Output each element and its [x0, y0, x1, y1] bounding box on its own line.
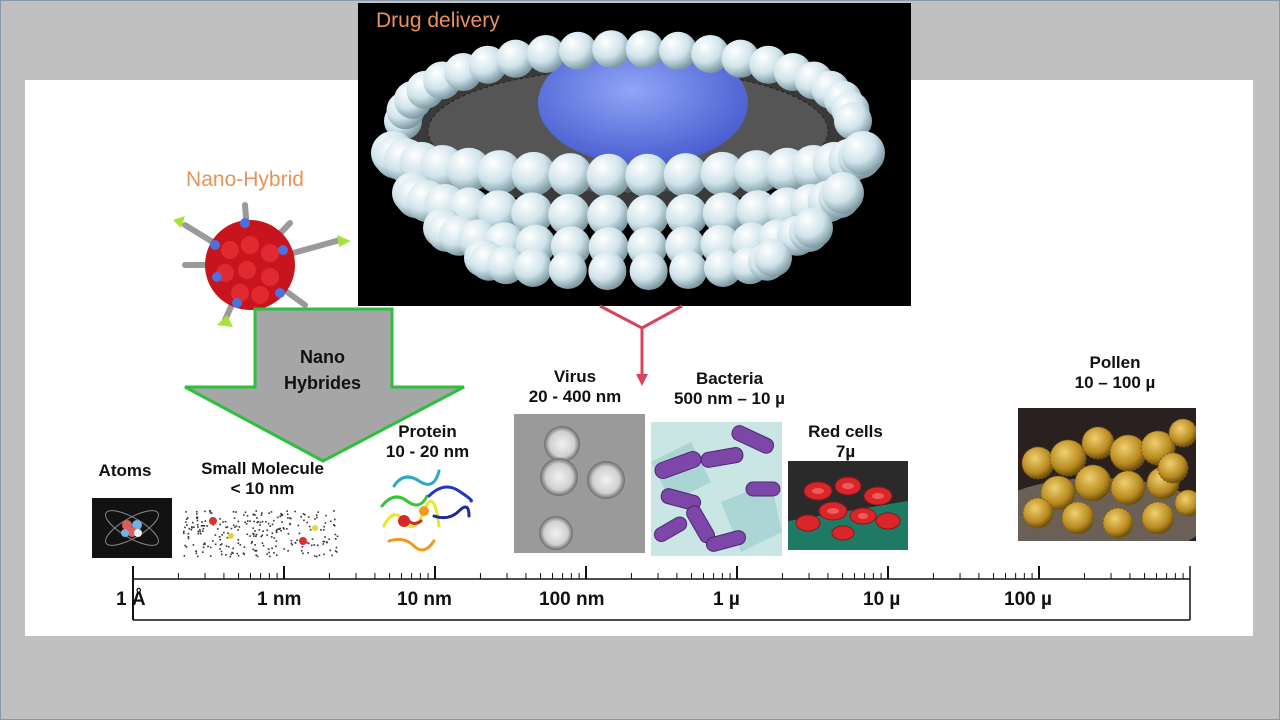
drug-delivery-title: Drug delivery — [376, 9, 500, 32]
virus-name: Virus — [553, 367, 597, 386]
lipid-head — [629, 252, 668, 291]
lipid-head — [841, 131, 885, 175]
tick-1-angstrom: 1 Å — [116, 589, 146, 610]
drug-delivery-pointer — [599, 304, 683, 386]
lipid-head — [511, 192, 554, 235]
bacteria-label: Bacteria 500 nm – 10 µ — [652, 369, 807, 409]
drug-delivery-image: Drug delivery — [358, 3, 911, 306]
small-molecule-label: Small Molecule < 10 nm — [180, 459, 345, 499]
virus-label: Virus 20 - 400 nm — [505, 367, 645, 407]
lipid-head — [700, 151, 745, 196]
nano-hybrid-particle — [173, 202, 351, 327]
red-cells-name: Red cells — [808, 422, 883, 441]
tick-1-micron: 1 µ — [713, 589, 740, 610]
lipid-head — [548, 251, 587, 290]
atoms-label: Atoms — [98, 461, 152, 480]
lipid-head — [669, 251, 708, 290]
bacteria-size: 500 nm – 10 µ — [674, 389, 785, 408]
lipid-head — [511, 151, 556, 196]
pollen-name: Pollen — [1089, 353, 1141, 372]
pollen-image — [1018, 408, 1196, 541]
protein-image — [380, 469, 473, 552]
lipid-head — [587, 194, 630, 237]
size-scale-axis — [132, 566, 1191, 621]
lipid-head — [586, 153, 631, 198]
lipid-head — [625, 153, 670, 198]
red-cells-label: Red cells 7µ — [788, 422, 903, 462]
nano-hybrides-arrow — [184, 307, 465, 463]
tick-10-micron: 10 µ — [863, 589, 901, 610]
arrow-label-line1: Nano — [300, 347, 345, 367]
virus-size: 20 - 400 nm — [528, 387, 622, 406]
tick-1-nm: 1 nm — [257, 589, 302, 610]
arrow-label-line2: Hybrides — [283, 373, 362, 393]
small-molecule-image — [183, 510, 339, 558]
lipid-head — [588, 252, 627, 291]
lipid-head — [754, 239, 792, 277]
protein-label: Protein 10 - 20 nm — [365, 422, 490, 462]
arrow-label: Nano Hybrides — [240, 344, 405, 396]
lipid-head — [665, 193, 708, 236]
small-molecule-name: Small Molecule — [201, 459, 324, 478]
lipid-head — [477, 150, 522, 195]
small-molecule-size: < 10 nm — [230, 479, 295, 498]
pollen-label: Pollen 10 – 100 µ — [1040, 353, 1190, 393]
bacteria-image — [651, 422, 782, 556]
liposome-illustration — [371, 30, 885, 291]
lipid-head — [663, 153, 708, 198]
protein-size: 10 - 20 nm — [385, 442, 470, 461]
lipid-head — [514, 248, 553, 287]
lipid-head — [548, 153, 593, 198]
lipid-head — [793, 208, 833, 248]
nano-hybrid-title: Nano-Hybrid — [186, 168, 304, 191]
protein-name: Protein — [398, 422, 457, 441]
tick-10-nm: 10 nm — [397, 589, 452, 610]
tick-100-nm: 100 nm — [539, 589, 605, 610]
tick-100-micron: 100 µ — [1004, 589, 1052, 610]
virus-image — [514, 414, 645, 553]
lipid-head — [822, 172, 864, 214]
red-cells-image — [788, 461, 908, 550]
pollen-size: 10 – 100 µ — [1074, 373, 1156, 392]
lipid-head — [548, 193, 591, 236]
atom-image — [92, 498, 172, 558]
lipid-head — [477, 190, 520, 233]
lipid-head — [702, 192, 745, 235]
bacteria-name: Bacteria — [695, 369, 764, 388]
lipid-head — [626, 194, 669, 237]
red-cells-size: 7µ — [835, 442, 856, 461]
